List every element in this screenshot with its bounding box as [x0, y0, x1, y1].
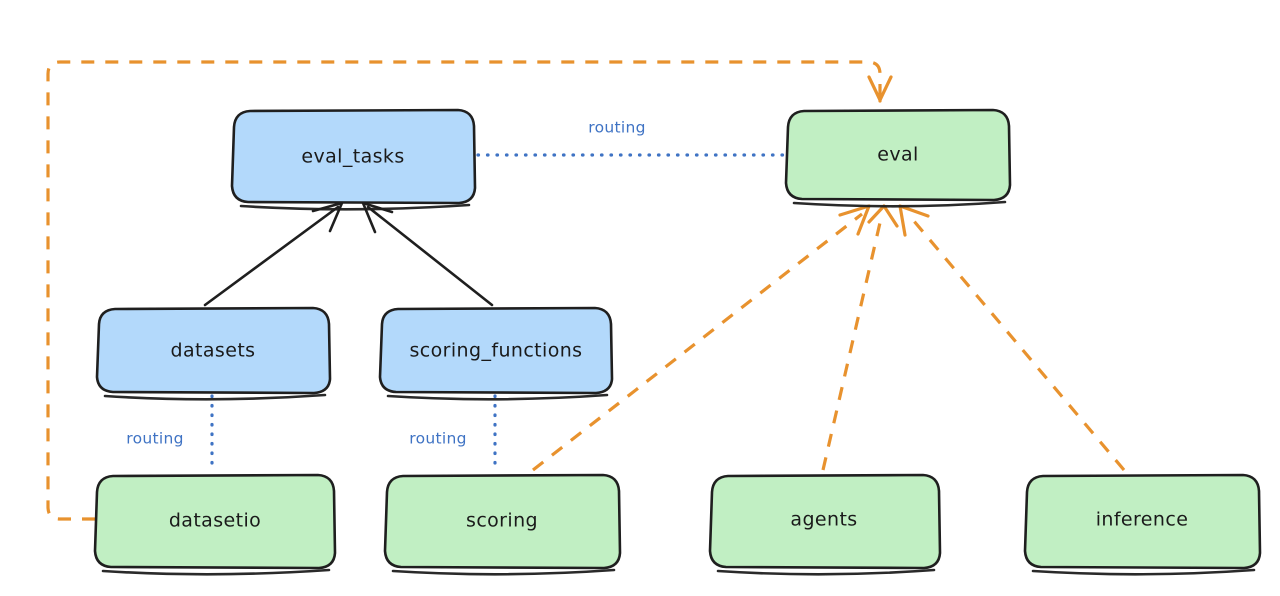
node-label-scoring-functions: scoring_functions — [410, 340, 583, 362]
node-scoring[interactable]: scoring — [383, 473, 622, 576]
edge-agents-eval — [821, 204, 899, 471]
node-label-eval-tasks: eval_tasks — [301, 146, 404, 168]
edge-label-bg-1 — [578, 114, 656, 140]
edge-label-scoring-functions-scoring: routing — [409, 430, 467, 448]
edge-label-bg-2 — [116, 425, 194, 451]
node-agents[interactable]: agents — [708, 473, 942, 576]
node-eval-tasks[interactable]: eval_tasks — [230, 108, 477, 211]
node-datasets[interactable]: datasets — [95, 306, 332, 401]
edge-datasets-eval-tasks — [203, 201, 344, 307]
node-label-eval: eval — [877, 144, 918, 166]
node-inference[interactable]: inference — [1023, 473, 1262, 576]
node-label-inference: inference — [1096, 509, 1189, 531]
node-label-datasets: datasets — [171, 340, 256, 362]
node-label-datasetio: datasetio — [169, 510, 261, 532]
node-scoring-functions[interactable]: scoring_functions — [378, 306, 614, 401]
edge-label-eval-tasks-eval: routing — [588, 119, 646, 137]
edge-label-bg-3 — [399, 425, 477, 451]
node-eval[interactable]: eval — [784, 108, 1012, 208]
node-label-scoring: scoring — [466, 510, 538, 532]
edge-label-datasets-datasetio: routing — [126, 430, 184, 448]
edge-scoring-functions-eval-tasks — [361, 201, 494, 307]
edge-datasetio-eval — [46, 60, 893, 521]
node-label-agents: agents — [790, 509, 857, 531]
edge-inference-eval — [898, 204, 1126, 472]
node-datasetio[interactable]: datasetio — [93, 473, 337, 576]
